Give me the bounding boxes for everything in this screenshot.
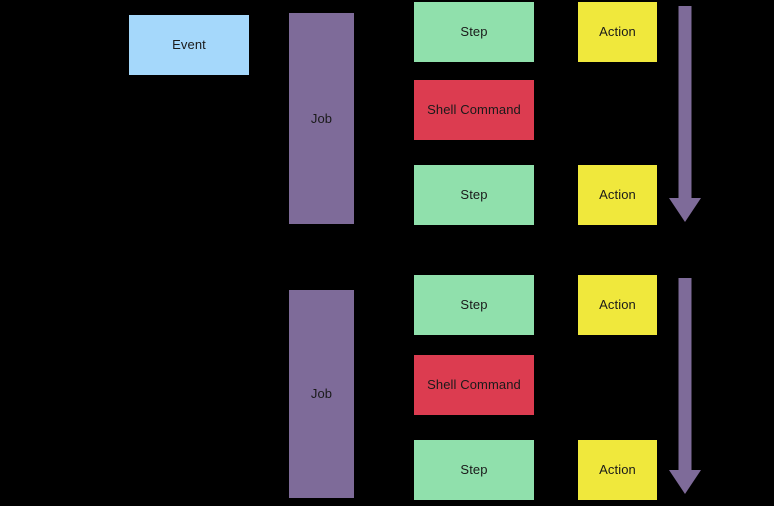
node-shell-1[interactable]: Shell Command xyxy=(414,80,534,140)
node-step-4[interactable]: Step xyxy=(414,440,534,500)
node-label: Step xyxy=(460,24,488,40)
node-label: Step xyxy=(460,297,488,313)
node-action-2[interactable]: Action xyxy=(578,165,657,225)
node-step-1[interactable]: Step xyxy=(414,2,534,62)
node-label: Shell Command xyxy=(427,102,521,118)
flow-arrow-down-icon xyxy=(662,278,708,494)
node-label: Action xyxy=(599,24,636,40)
node-label: Action xyxy=(599,187,636,203)
node-step-2[interactable]: Step xyxy=(414,165,534,225)
node-job-1[interactable]: Job xyxy=(289,13,354,224)
node-label: Job xyxy=(310,386,333,402)
node-label: Event xyxy=(172,37,206,53)
node-action-3[interactable]: Action xyxy=(578,275,657,335)
node-shell-2[interactable]: Shell Command xyxy=(414,355,534,415)
flow-arrow-down-icon xyxy=(662,6,708,222)
node-label: Shell Command xyxy=(427,377,521,393)
node-action-4[interactable]: Action xyxy=(578,440,657,500)
node-event-1[interactable]: Event xyxy=(129,15,249,75)
node-step-3[interactable]: Step xyxy=(414,275,534,335)
node-label: Step xyxy=(460,462,488,478)
node-label: Step xyxy=(460,187,488,203)
node-label: Action xyxy=(599,462,636,478)
node-action-1[interactable]: Action xyxy=(578,2,657,62)
node-job-2[interactable]: Job xyxy=(289,290,354,498)
node-label: Action xyxy=(599,297,636,313)
node-label: Job xyxy=(310,110,333,126)
